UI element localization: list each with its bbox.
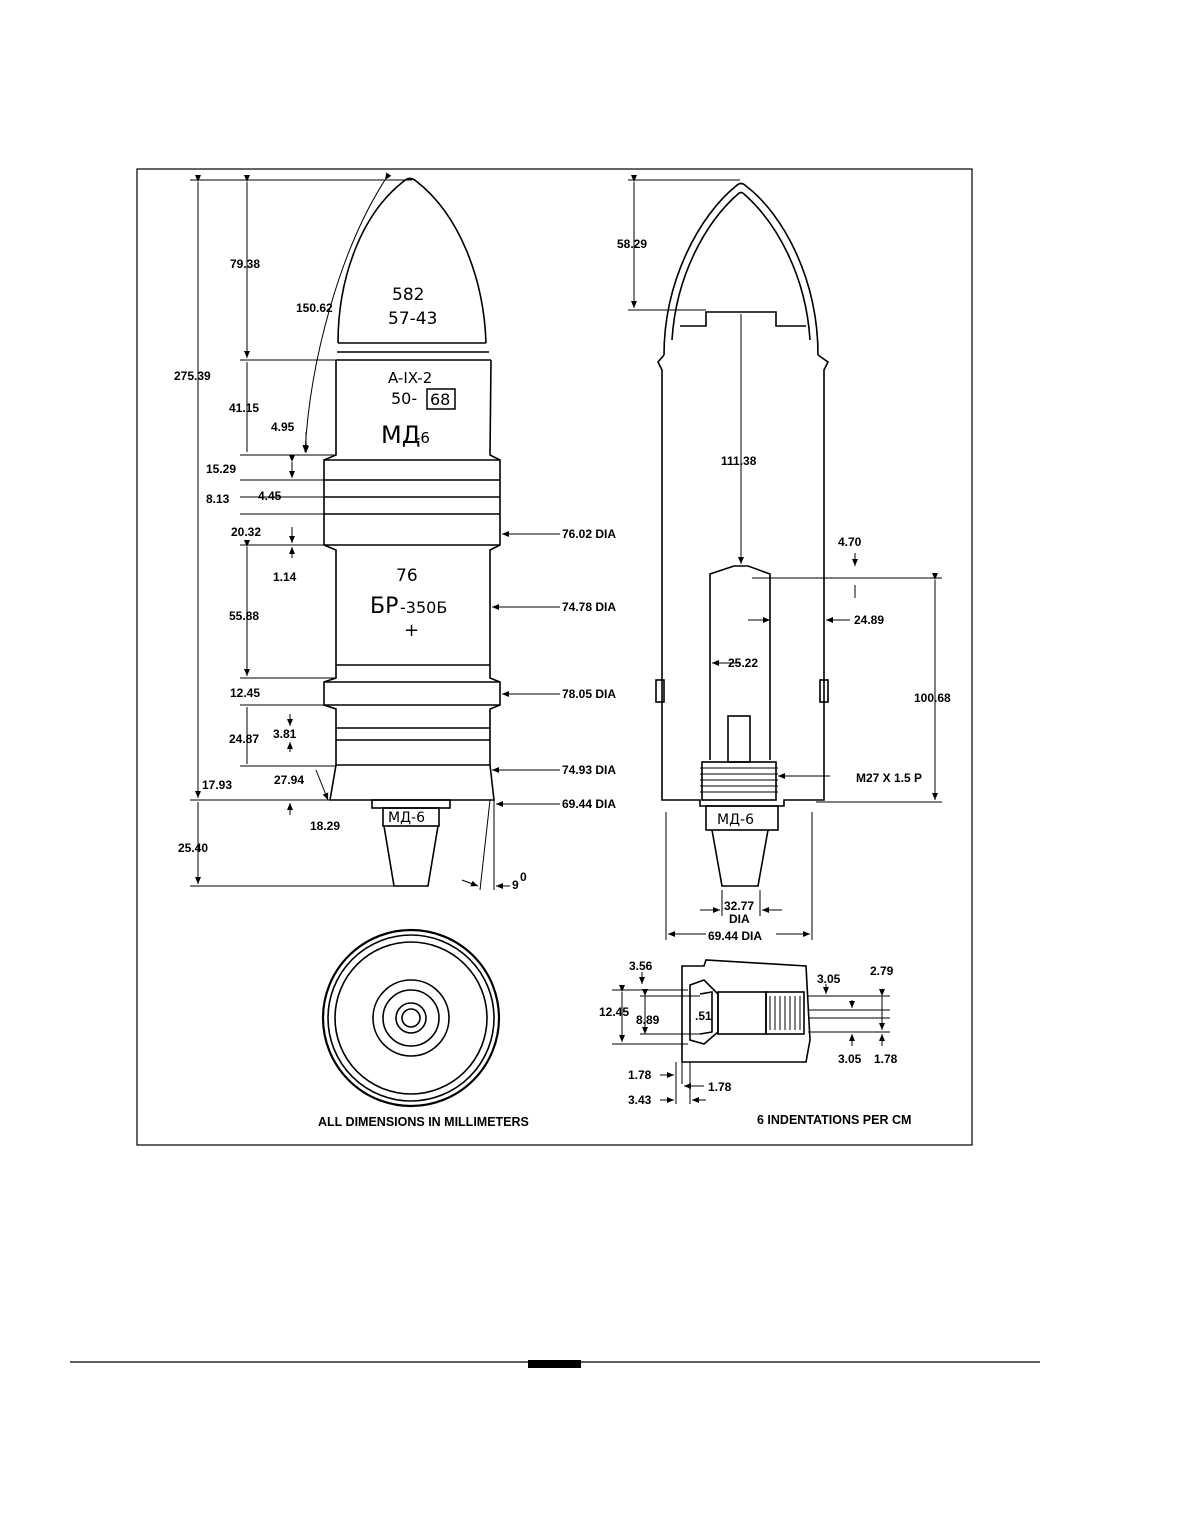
section-view: МД-6 58.29 111.38 4.70 [617,175,951,943]
section-body-outline [657,354,830,807]
dim-111-38: 111.38 [721,454,757,468]
fuze-plate [382,807,440,827]
dim-25-40: 25.40 [178,841,208,855]
exterior-dimension-lines [190,172,560,891]
tracer-cone [383,825,439,887]
stencil-plus: + [404,620,419,641]
dim-8-89: 8.89 [636,1013,660,1027]
stencil-57-43: 57-43 [388,309,437,329]
stencil-350b: -350Б [400,598,447,617]
dim-58-29: 58.29 [617,237,647,251]
dim-1-78-mid: 1.78 [708,1080,732,1094]
inner-core [709,565,771,760]
caption-indentations: 6 INDENTATIONS PER CM [757,1113,911,1127]
stencil-br: БР [370,594,398,619]
dim-3-81: 3.81 [273,727,297,741]
dim-150-62: 150.62 [296,301,333,315]
exterior-view: 582 57-43 A-IX-2 50- 68 МД -6 76 БР -350… [174,172,616,892]
dim-76-02-dia: 76.02 DIA [562,527,616,541]
dim-275-39: 275.39 [174,369,211,383]
dim-12-45-detail: 12.45 [599,1005,629,1019]
dim-69-44-dia: 69.44 DIA [562,797,616,811]
dim-74-78-dia: 74.78 DIA [562,600,616,614]
dim-74-93-dia: 74.93 DIA [562,763,616,777]
section-dimension-lines [628,175,942,940]
dim-4-95: 4.95 [271,420,295,434]
band-detail-dimension-lines [612,972,890,1104]
base-view: ALL DIMENSIONS IN MILLIMETERS [318,928,529,1129]
dim-4-70: 4.70 [838,535,862,549]
dim-angle-degree: 0 [520,870,527,884]
dim-69-44-dia-section: 69.44 DIA [708,929,762,943]
dim-3-05-bottom: 3.05 [838,1052,862,1066]
dim-32-77-dia: DIA [729,912,750,926]
dim-17-93: 17.93 [202,778,232,792]
band-indentations [769,996,801,1030]
drawing-frame [136,168,973,1146]
dim-4-45: 4.45 [258,489,282,503]
stencil-50: 50- [391,389,417,408]
dim-18-29: 18.29 [310,819,340,833]
dim-32-77: 32.77 [724,899,754,913]
base-thread [700,761,778,801]
footer-tab [528,1360,581,1368]
stencil-fuze-md6: МД-6 [388,810,425,826]
dim-0-51: .51 [695,1009,712,1023]
dim-1-14: 1.14 [273,570,297,584]
dim-41-15: 41.15 [229,401,259,415]
dim-100-68: 100.68 [914,691,951,705]
dim-79-38: 79.38 [230,257,260,271]
stencil-a-ix-2: A-IX-2 [388,369,432,387]
dim-3-43: 3.43 [628,1093,652,1107]
stencil-68-boxed: 68 [430,390,450,409]
dim-27-94: 27.94 [274,773,304,787]
stencil-582: 582 [392,285,424,305]
dim-55-88: 55.88 [229,609,259,623]
dim-20-32: 20.32 [231,525,261,539]
caption-all-dimensions: ALL DIMENSIONS IN MILLIMETERS [318,1115,529,1129]
dim-24-89: 24.89 [854,613,884,627]
dim-78-05-dia: 78.05 DIA [562,687,616,701]
dim-1-78-right: 1.78 [874,1052,898,1066]
stencil-md-6: -6 [415,429,430,447]
dim-25-22: 25.22 [728,656,758,670]
band-detail-view: 3.56 12.45 8.89 .51 3.05 2.79 3.05 1.78 … [599,959,911,1127]
section-stencil-md6: МД-6 [717,812,754,828]
dim-3-05-top: 3.05 [817,972,841,986]
dim-8-13: 8.13 [206,492,230,506]
dim-15-29: 15.29 [206,462,236,476]
dim-angle: 9 [512,878,519,892]
dim-1-78-left: 1.78 [628,1068,652,1082]
dim-thread: M27 X 1.5 P [856,771,922,785]
dim-24-87: 24.87 [229,732,259,746]
stencil-76: 76 [396,566,418,586]
dim-12-45: 12.45 [230,686,260,700]
dim-3-56: 3.56 [629,959,653,973]
dim-2-79: 2.79 [870,964,894,978]
